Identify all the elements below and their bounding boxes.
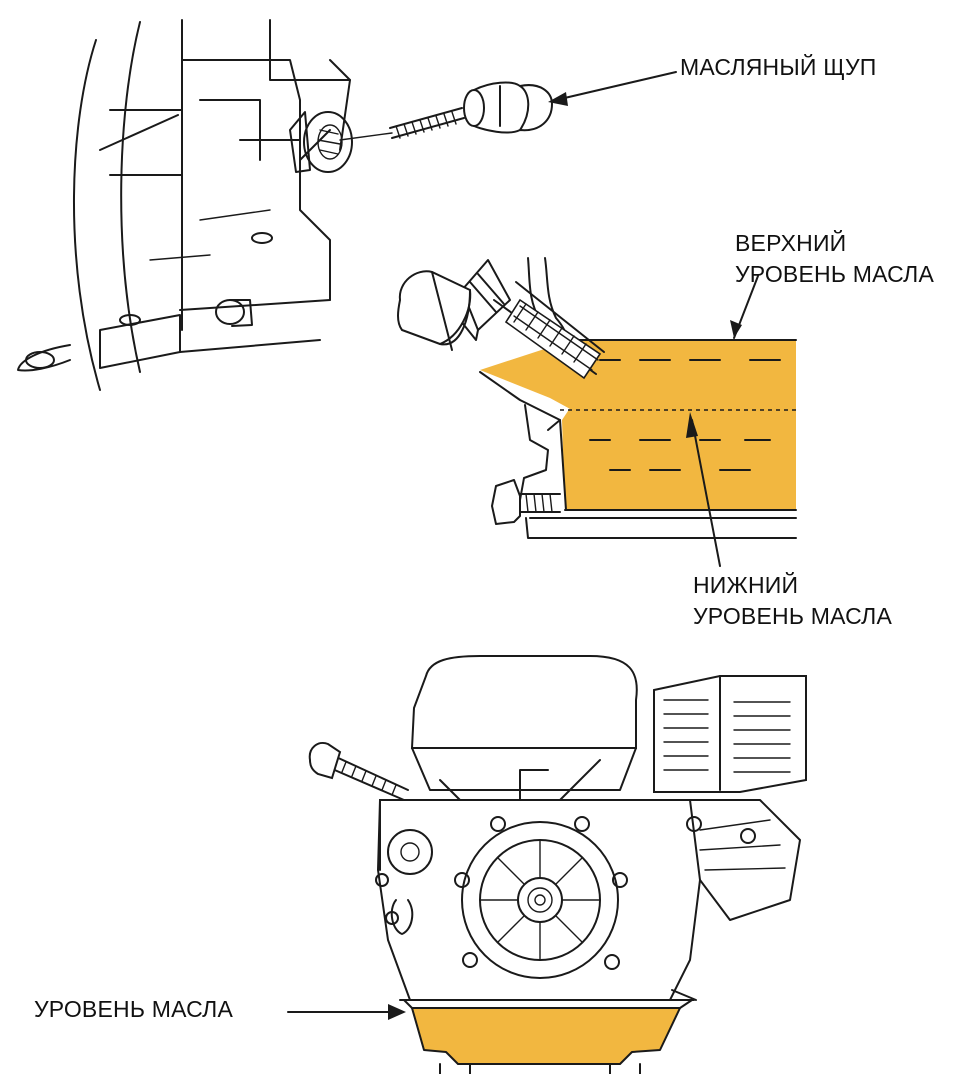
upper-oil-level-line2: УРОВЕНЬ МАСЛА: [735, 261, 934, 287]
oil-fill: [562, 340, 796, 510]
dipstick-label: МАСЛЯНЫЙ ЩУП: [680, 52, 877, 83]
lower-oil-level-line1: НИЖНИЙ: [693, 572, 799, 598]
dipstick-arrow: [548, 71, 677, 106]
upper-oil-level-label: ВЕРХНИЙ УРОВЕНЬ МАСЛА: [735, 228, 934, 290]
engine-bottom-illustration: [287, 655, 807, 1074]
dipstick-label-text: МАСЛЯНЫЙ ЩУП: [680, 54, 877, 80]
bottom-oil-fill: [412, 1008, 680, 1064]
oil-level-label: УРОВЕНЬ МАСЛА: [34, 994, 233, 1025]
oil-level-cross-section: [397, 257, 797, 567]
crankcase-top-illustration: [17, 19, 553, 391]
upper-oil-level-line1: ВЕРХНИЙ: [735, 230, 847, 256]
oil-fill-neck: [480, 340, 572, 410]
lower-oil-level-label: НИЖНИЙ УРОВЕНЬ МАСЛА: [693, 570, 892, 632]
oil-level-label-text: УРОВЕНЬ МАСЛА: [34, 996, 233, 1022]
lower-oil-level-line2: УРОВЕНЬ МАСЛА: [693, 603, 892, 629]
